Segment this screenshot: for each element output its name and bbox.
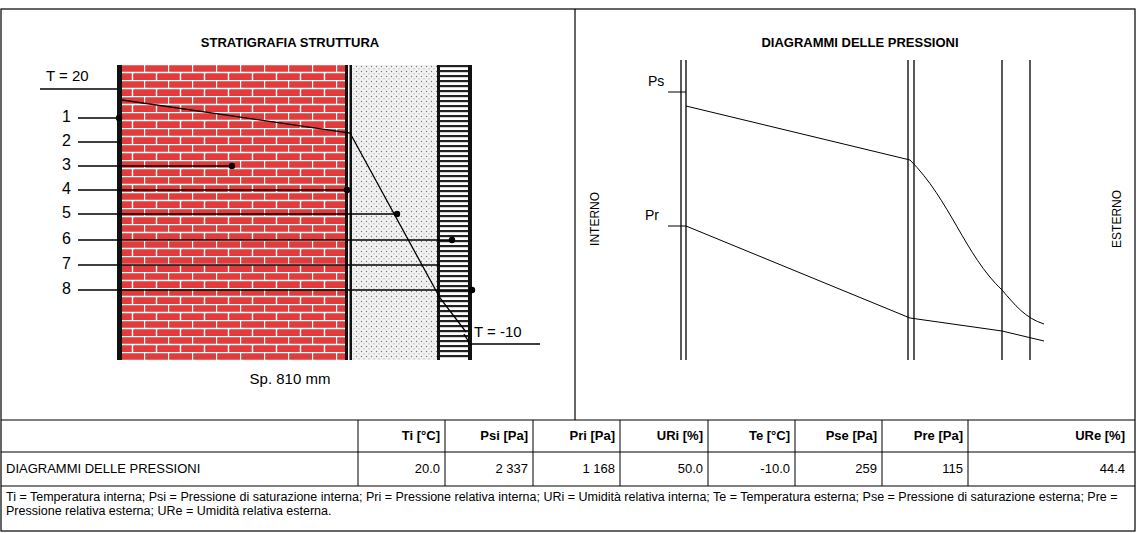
table-cell: DIAGRAMMI DELLE PRESSIONI <box>6 462 346 477</box>
table-cell: 1 168 <box>530 462 615 477</box>
temperature-label: T = 20 <box>46 67 116 84</box>
curve-label: Ps <box>648 73 668 89</box>
callout-number: 1 <box>62 108 76 126</box>
table-header: Pri [Pa] <box>530 429 615 444</box>
side-label: ESTERNO <box>1111 169 1125 269</box>
panel-title: DIAGRAMMI DELLE PRESSIONI <box>690 36 1030 51</box>
table-cell: -10.0 <box>705 462 790 477</box>
table-header: URi [%] <box>618 429 703 444</box>
side-label: INTERNO <box>589 169 603 269</box>
frame <box>1 9 1135 531</box>
table-cell: 259 <box>792 462 877 477</box>
callout-number: 7 <box>62 255 76 273</box>
callout-number: 6 <box>62 230 76 248</box>
footnote: Ti = Temperatura interna; Psi = Pression… <box>6 490 1126 519</box>
wall-section <box>117 65 472 360</box>
table-cell: 50.0 <box>618 462 703 477</box>
thickness-dimension: Sp. 810 mm <box>180 370 400 387</box>
temperature-label: T = -10 <box>474 323 544 340</box>
callout-number: 2 <box>62 132 76 150</box>
callout-number: 3 <box>62 156 76 174</box>
callout-number: 8 <box>62 280 76 298</box>
curve-label: Pr <box>645 207 665 223</box>
table-header: Te [°C] <box>705 429 790 444</box>
pressure-plot <box>668 60 1044 360</box>
callout-number: 4 <box>62 180 76 198</box>
panel-title: STRATIGRAFIA STRUTTURA <box>140 36 440 51</box>
table-header: Pse [Pa] <box>792 429 877 444</box>
table-header: Pre [Pa] <box>878 429 963 444</box>
callout-number: 5 <box>62 204 76 222</box>
table-header: Ti [°C] <box>355 429 440 444</box>
table-header: URe [%] <box>1040 429 1125 444</box>
table-header: Psi [Pa] <box>443 429 528 444</box>
table-cell: 44.4 <box>1040 462 1125 477</box>
table-cell: 115 <box>878 462 963 477</box>
table-cell: 20.0 <box>355 462 440 477</box>
table-cell: 2 337 <box>443 462 528 477</box>
